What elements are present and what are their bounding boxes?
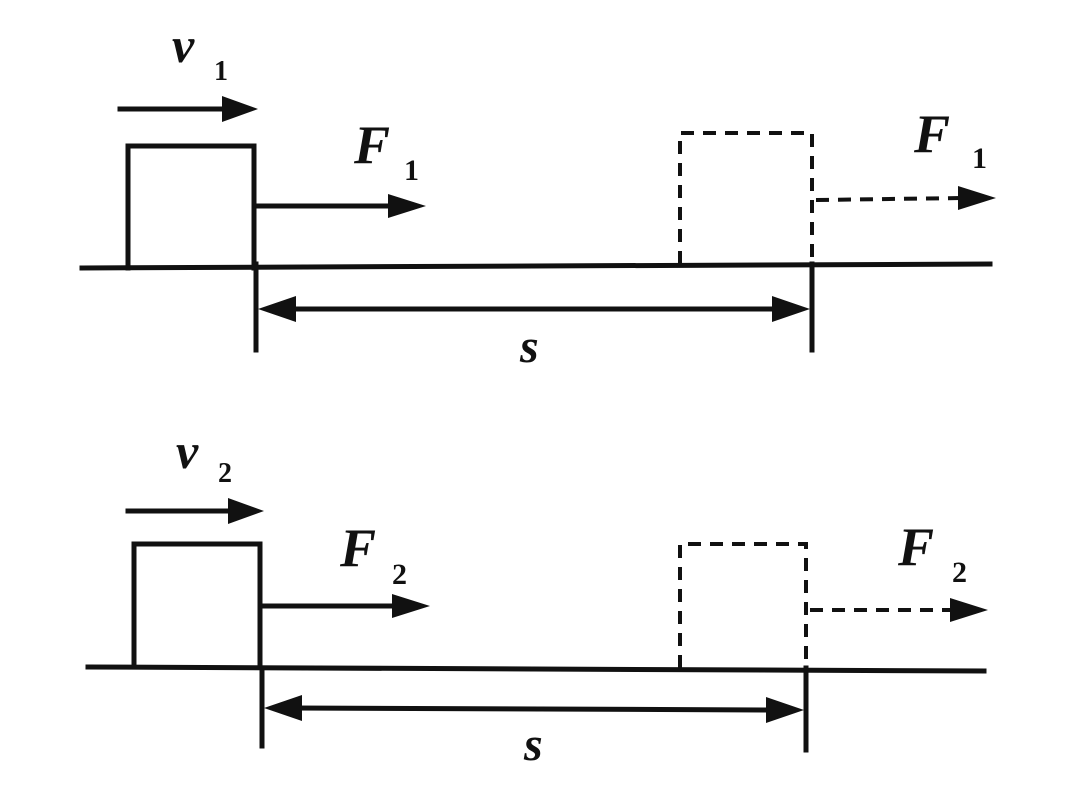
panel-2: v 2 F 2 F 2 s	[85, 423, 988, 771]
force-arrow-final-2	[810, 598, 988, 622]
velocity-arrow-2	[125, 498, 264, 524]
force-symbol-1: F	[353, 115, 390, 175]
block-initial-2	[131, 541, 263, 670]
velocity-symbol-2: v	[176, 423, 199, 479]
ground-line-1	[79, 261, 993, 271]
block-initial-1	[125, 143, 257, 271]
force-subscript-2: 2	[392, 558, 407, 591]
distance-label-1: s	[519, 320, 539, 373]
force-subscript-1: 1	[404, 154, 419, 187]
force-symbol-final-2: F	[897, 517, 934, 577]
force-arrow-1	[253, 194, 426, 218]
velocity-subscript-1: 1	[214, 56, 228, 87]
velocity-arrow-1	[117, 96, 258, 122]
distance-label-2: s	[523, 718, 543, 771]
force-arrow-final-1	[815, 186, 996, 210]
velocity-subscript-2: 2	[218, 458, 232, 489]
force-subscript-final-1: 1	[972, 142, 987, 175]
block-final-2	[678, 542, 808, 668]
displacement-marker-1	[253, 261, 815, 353]
ground-line-2	[85, 664, 987, 674]
velocity-symbol-1: v	[172, 17, 195, 73]
panel-1: v 1 F 1 F 1 s	[79, 17, 996, 373]
force-symbol-2: F	[339, 518, 376, 578]
block-final-1	[678, 131, 814, 264]
force-subscript-final-2: 2	[952, 556, 967, 589]
force-arrow-2	[259, 594, 430, 618]
displacement-marker-2	[259, 665, 809, 753]
force-symbol-final-1: F	[913, 104, 950, 164]
